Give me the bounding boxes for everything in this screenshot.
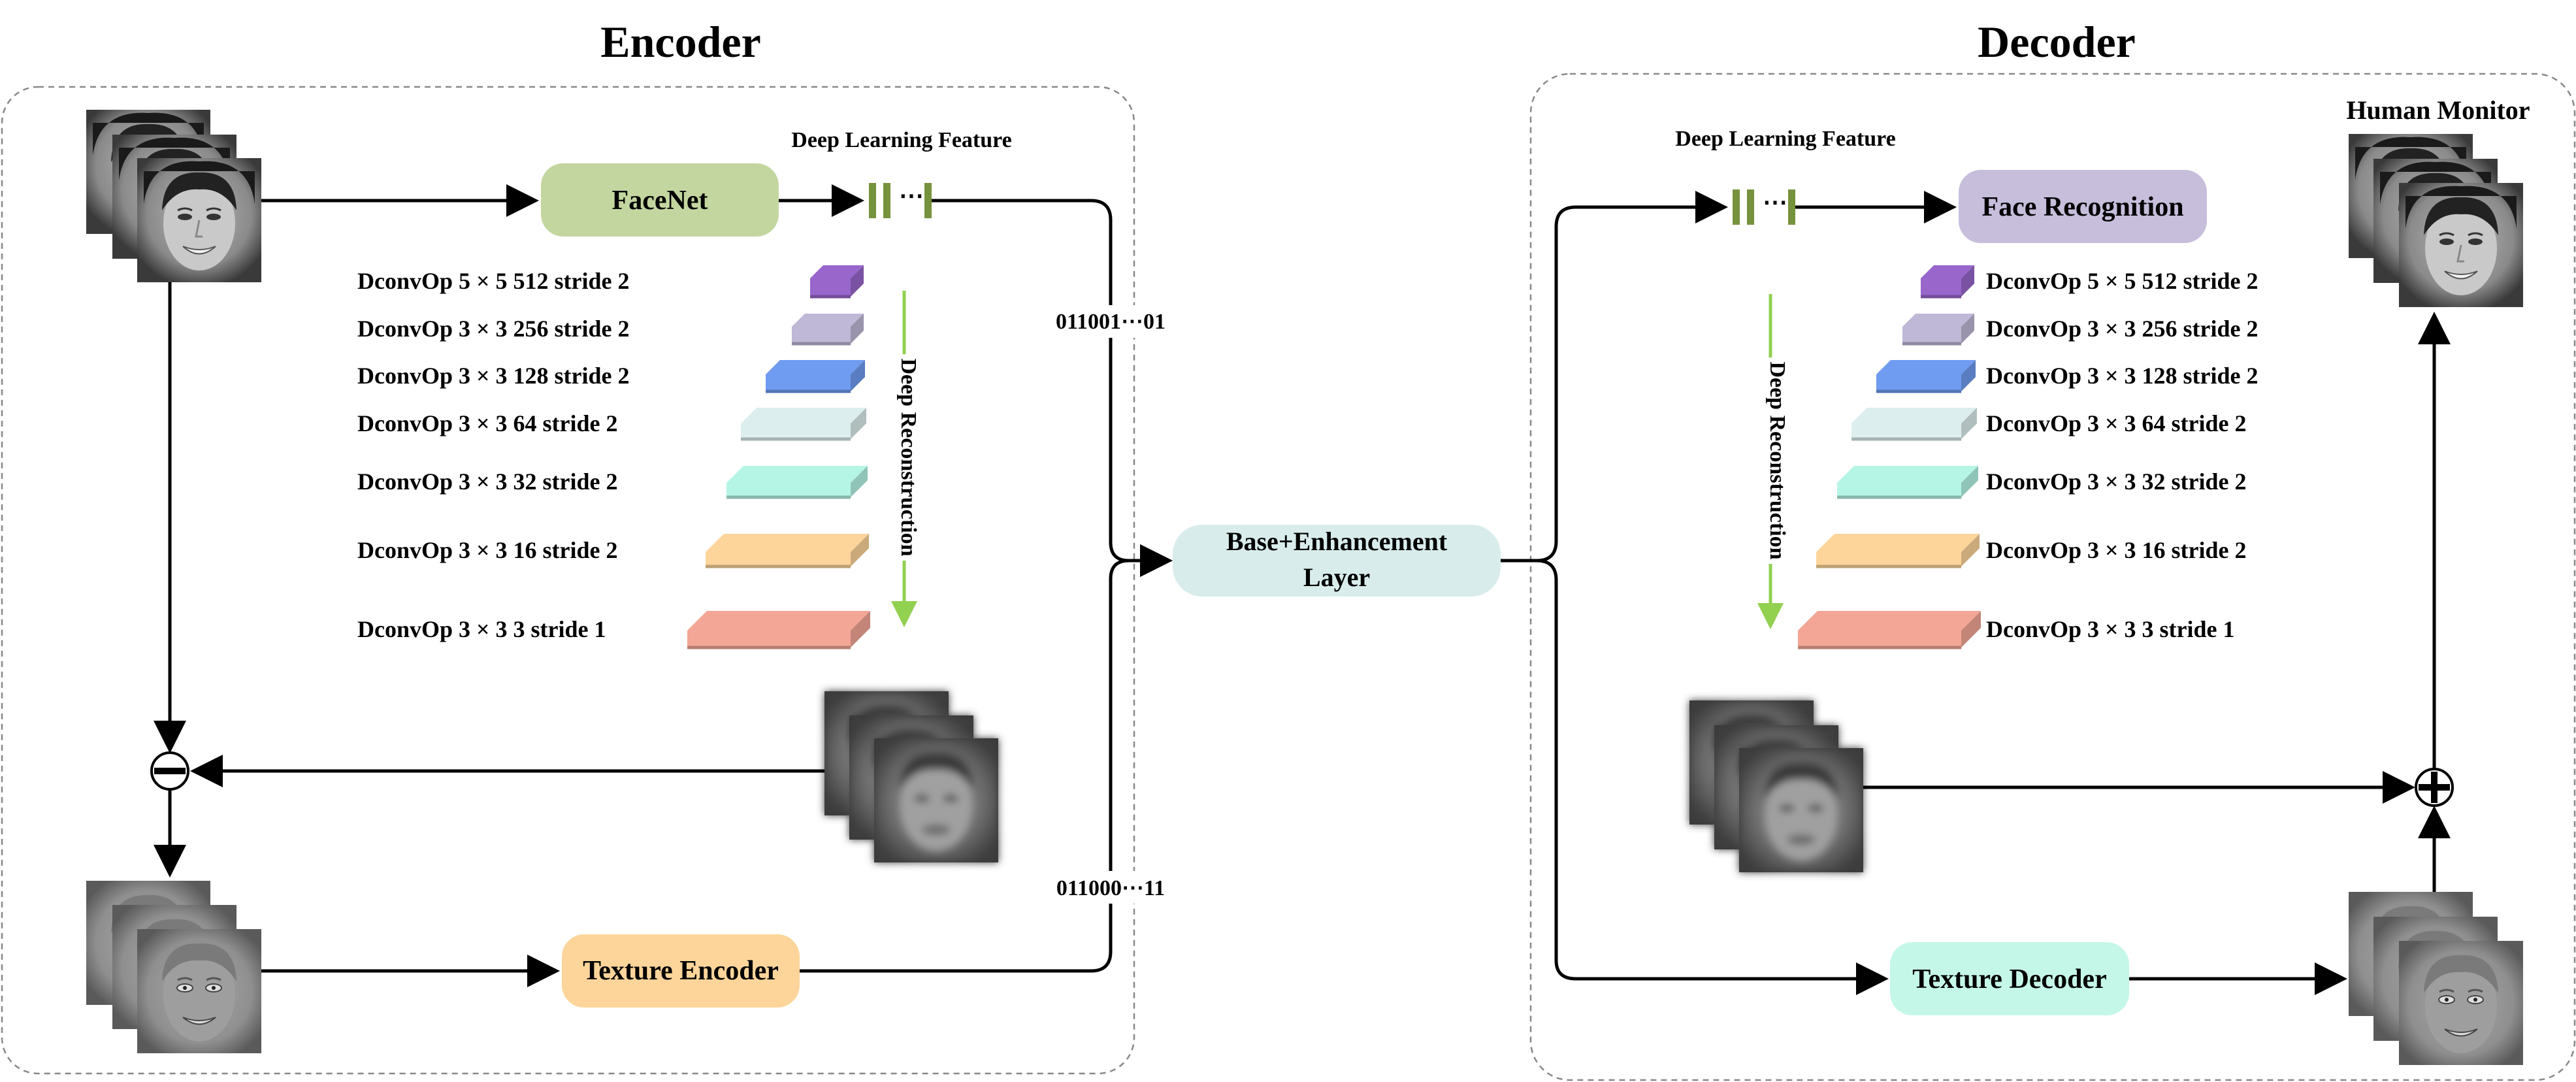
add-operator (2415, 768, 2454, 807)
texture-encoder-label: Texture Encoder (583, 956, 779, 986)
decoder-layer-label-6: DconvOp 3 × 3 16 stride 2 (1986, 537, 2247, 563)
decoder-layer-label-7: DconvOp 3 × 3 3 stride 1 (1986, 616, 2235, 642)
decoder-deep-recon-label: Deep Reconstruction (1765, 361, 1789, 559)
base-enhancement-line1: Base+Enhancement (1226, 527, 1448, 556)
encoder-deep-recon-label: Deep Reconstruction (896, 358, 921, 556)
encoder-layer-slab-3 (766, 360, 865, 393)
bitstream-bottom: 011000⋯11 (1056, 876, 1165, 900)
encoder-layer-labels: DconvOp 5 × 5 512 stride 2 DconvOp 3 × 3 … (357, 268, 630, 642)
encoder-frame (1, 86, 1135, 1075)
decoder-reconstructed-face-stack (1689, 700, 1863, 872)
encoder-feature-vector: ⋯ (869, 182, 932, 218)
decoder-layer-slab-5 (1837, 466, 1978, 499)
texture-encoder-block (562, 934, 800, 1008)
base-enhancement-block (1173, 525, 1501, 597)
decoder-feature-vector: ⋯ (1733, 189, 1795, 225)
facenet-block (541, 163, 779, 237)
encoder-layer-slab-4 (741, 408, 866, 441)
encoder-reconstructed-face-stack (824, 691, 998, 862)
svg-text:⋯: ⋯ (1763, 189, 1787, 216)
subtract-operator (150, 751, 189, 791)
decoder-layer-label-2: DconvOp 3 × 3 256 stride 2 (1986, 316, 2258, 342)
arrow-feature-to-center (932, 199, 1173, 577)
encoder-layer-label-3: DconvOp 3 × 3 128 stride 2 (357, 363, 630, 389)
decoder-layer-slab-7 (1798, 611, 1981, 649)
decoder-layer-label-5: DconvOp 3 × 3 32 stride 2 (1986, 468, 2247, 495)
decoder-dl-feature-label: Deep Learning Feature (1675, 127, 1895, 151)
arrow-texture-encoder-to-center (800, 544, 1173, 973)
texture-decoder-block (1890, 942, 2129, 1015)
encoder-layer-slabs (687, 265, 870, 649)
decoder-layer-label-3: DconvOp 3 × 3 128 stride 2 (1986, 363, 2258, 389)
svg-text:⋯: ⋯ (899, 182, 924, 210)
decoder-texture-face-stack (2347, 891, 2524, 1066)
face-recognition-label: Face Recognition (1981, 192, 2183, 222)
decoder-layer-slab-3 (1876, 360, 1976, 393)
decoder-layer-slabs (1798, 265, 1981, 649)
encoder-layer-label-7: DconvOp 3 × 3 3 stride 1 (357, 616, 606, 642)
encoder-layer-slab-5 (726, 466, 868, 499)
encoder-layer-slab-7 (687, 611, 870, 649)
output-face-stack (2347, 133, 2524, 308)
human-monitor-label: Human Monitor (2346, 95, 2530, 125)
decoder-layer-slab-6 (1816, 534, 1980, 568)
base-enhancement-line2: Layer (1303, 563, 1370, 592)
decoder-layer-label-4: DconvOp 3 × 3 64 stride 2 (1986, 410, 2247, 436)
bitstream-top: 011001⋯01 (1056, 310, 1166, 334)
decoder-layer-slab-1 (1921, 265, 1974, 299)
encoder-layer-label-5: DconvOp 3 × 3 32 stride 2 (357, 468, 618, 495)
encoder-layer-label-6: DconvOp 3 × 3 16 stride 2 (357, 537, 618, 563)
arrow-center-to-texture-decoder (1501, 559, 1889, 995)
decoder-layer-slab-4 (1851, 408, 1977, 441)
facenet-label: FaceNet (612, 186, 708, 216)
decoder-title: Decoder (1978, 17, 2136, 67)
encoder-layer-slab-6 (706, 534, 869, 568)
encoder-layer-slab-2 (792, 314, 864, 346)
encoder-layer-label-4: DconvOp 3 × 3 64 stride 2 (357, 410, 618, 436)
face-recognition-block (1959, 170, 2207, 243)
encoder-title: Encoder (600, 17, 761, 67)
arrow-center-to-feature (1501, 191, 1728, 563)
encoder-dl-feature-label: Deep Learning Feature (791, 128, 1011, 152)
encoder-layer-slab-1 (810, 265, 864, 299)
texture-decoder-label: Texture Decoder (1912, 964, 2106, 994)
decoder-layer-label-1: DconvOp 5 × 5 512 stride 2 (1986, 268, 2258, 294)
decoder-layer-slab-2 (1902, 314, 1974, 346)
encoder-texture-face-stack (85, 879, 263, 1055)
decoder-frame (1529, 73, 2576, 1081)
encoder-layer-label-1: DconvOp 5 × 5 512 stride 2 (357, 268, 630, 294)
decoder-layer-labels: DconvOp 5 × 5 512 stride 2 DconvOp 3 × 3 … (1986, 268, 2258, 642)
input-face-stack (85, 108, 263, 284)
encoder-layer-label-2: DconvOp 3 × 3 256 stride 2 (357, 316, 630, 342)
